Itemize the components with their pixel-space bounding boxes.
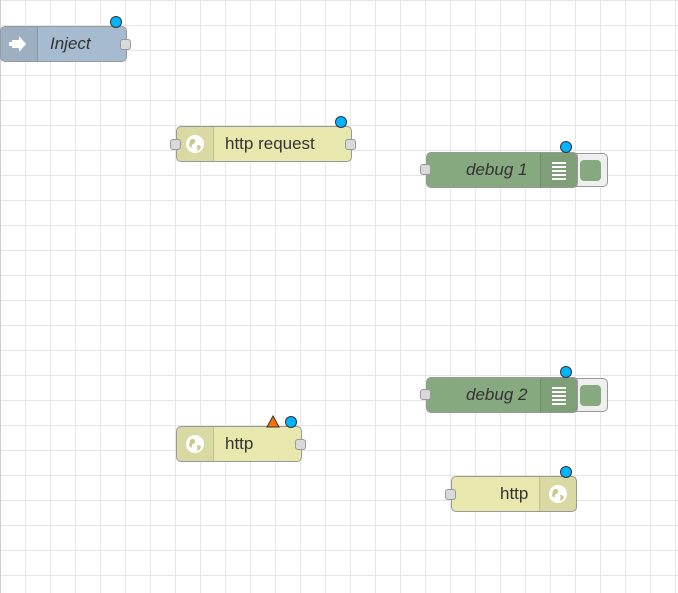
input-port[interactable] <box>420 389 431 400</box>
toggle-indicator <box>580 385 601 406</box>
node-label: Inject <box>50 34 91 53</box>
output-port[interactable] <box>120 39 131 50</box>
list-icon <box>540 153 577 187</box>
changed-indicator <box>560 141 572 153</box>
inject-arrow-icon <box>1 27 38 61</box>
node-inject[interactable]: Inject <box>0 26 127 62</box>
changed-indicator <box>560 366 572 378</box>
node-debug-2[interactable]: debug 2 <box>426 377 578 413</box>
debug-toggle-button[interactable] <box>574 153 608 187</box>
node-http-request[interactable]: http request <box>176 126 352 162</box>
warning-icon <box>266 415 280 428</box>
input-port[interactable] <box>445 489 456 500</box>
globe-icon <box>177 427 214 461</box>
canvas-left-border <box>0 0 1 593</box>
changed-indicator <box>560 466 572 478</box>
node-label: debug 2 <box>466 385 528 404</box>
globe-icon <box>177 127 214 161</box>
debug-toggle-button[interactable] <box>574 378 608 412</box>
output-port[interactable] <box>295 439 306 450</box>
node-http-response[interactable]: http <box>451 476 577 512</box>
node-debug-1[interactable]: debug 1 <box>426 152 578 188</box>
list-icon <box>540 378 577 412</box>
input-port[interactable] <box>170 139 181 150</box>
changed-indicator <box>110 16 122 28</box>
node-label: http <box>225 434 254 453</box>
globe-icon <box>539 477 576 511</box>
toggle-indicator <box>580 160 601 181</box>
node-http-in[interactable]: http <box>176 426 302 462</box>
node-label: debug 1 <box>466 160 528 179</box>
input-port[interactable] <box>420 164 431 175</box>
node-label: http request <box>225 134 315 153</box>
changed-indicator <box>335 116 347 128</box>
output-port[interactable] <box>345 139 356 150</box>
changed-indicator <box>285 416 297 428</box>
node-label: http <box>500 484 529 503</box>
